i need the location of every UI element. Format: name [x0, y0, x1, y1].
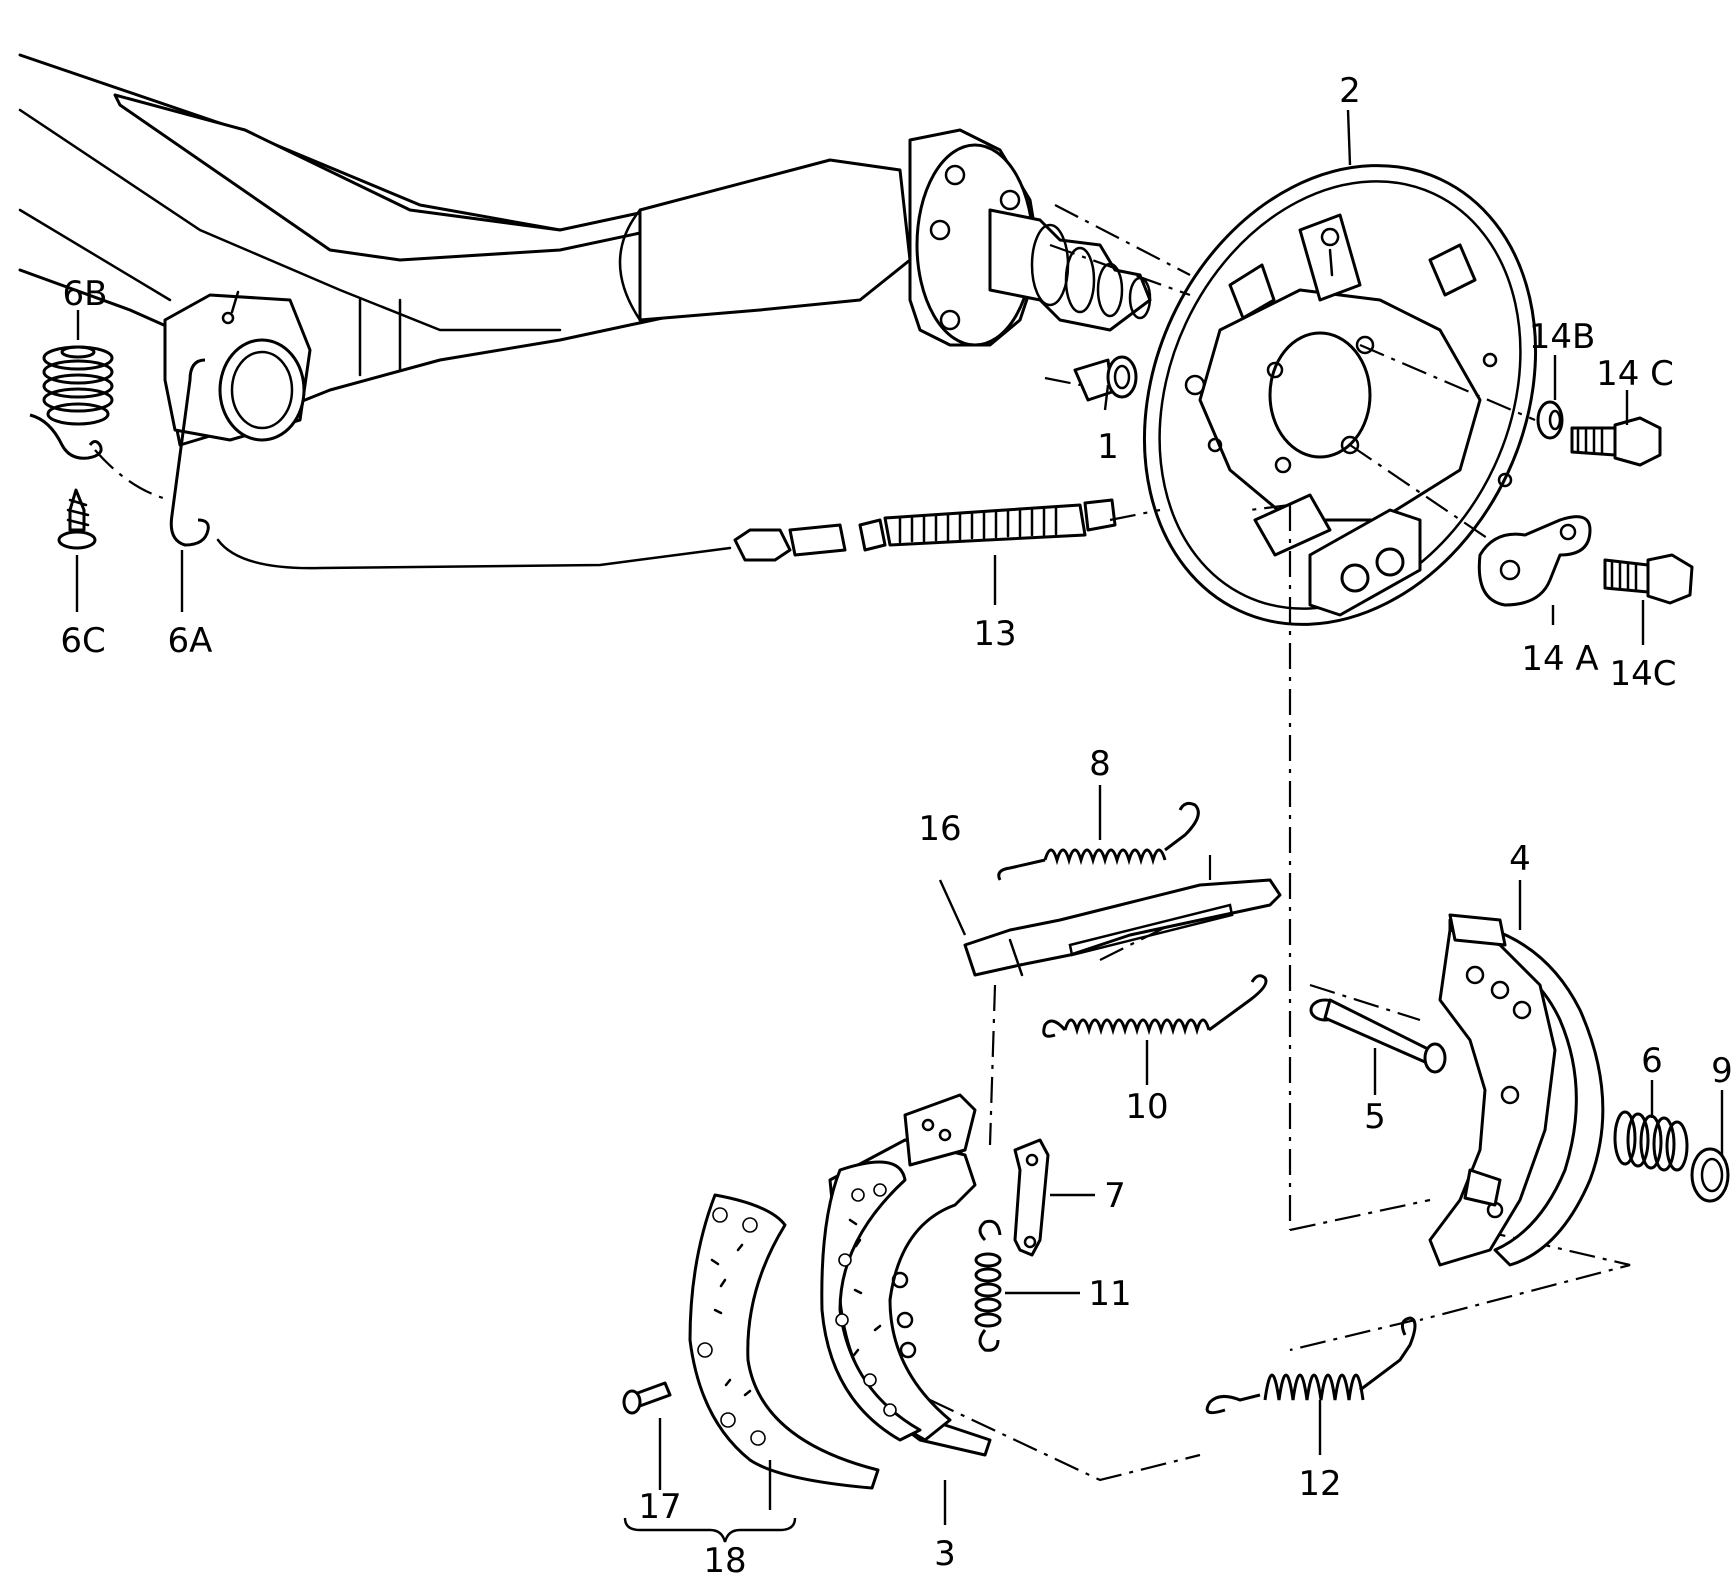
part-13-handbrake-cable: [216, 498, 1117, 570]
callout-18: 18: [703, 1541, 746, 1574]
rear-axle-beam: [18, 53, 912, 447]
part-17-rivet: [622, 1381, 672, 1415]
callout-labels: 2 1 6B 6C 6A 13 14B 14 C 14 A 14C 8 16 1…: [60, 71, 1733, 1574]
callout-14B: 14B: [1529, 317, 1596, 357]
part-12-spring: [1205, 1316, 1417, 1415]
part-8-spring: [997, 801, 1200, 881]
stub-axle-flange: [908, 128, 1152, 347]
callout-6: 6: [1641, 1041, 1663, 1081]
part-6-spring-right: [1613, 1110, 1689, 1172]
callout-3: 3: [934, 1534, 956, 1574]
part-18-brake-lining: [688, 1193, 880, 1490]
callout-16: 16: [918, 809, 961, 849]
part-6A-clip: [169, 358, 210, 547]
callout-6A: 6A: [168, 621, 213, 661]
part-4-brake-shoe-right: [1428, 913, 1605, 1267]
callout-7: 7: [1104, 1176, 1126, 1216]
part-11-spring: [974, 1219, 1002, 1352]
callout-5: 5: [1364, 1097, 1386, 1137]
callout-9: 9: [1711, 1051, 1733, 1091]
callout-17: 17: [638, 1487, 681, 1527]
part-7-parking-lever: [1013, 1138, 1050, 1257]
callout-14A: 14 A: [1521, 639, 1598, 679]
callout-14C-top: 14 C: [1596, 354, 1674, 394]
callout-4: 4: [1509, 839, 1531, 879]
part-3-lining: [820, 1160, 922, 1442]
part-5-retaining-pin: [1309, 998, 1447, 1074]
part-2-backing-plate: [1142, 164, 1538, 626]
part-14B-washer: [1536, 400, 1564, 440]
callout-6C: 6C: [60, 621, 105, 661]
part-14C-bolt-lower: [1603, 553, 1694, 605]
assembly-lines: [94, 204, 1631, 1482]
callout-8: 8: [1089, 744, 1111, 784]
callout-11: 11: [1088, 1274, 1131, 1314]
part-6-hook-left: [29, 413, 103, 460]
leader-lines: [75, 109, 1724, 1543]
part-1-grommet: [1073, 355, 1138, 402]
callout-6B: 6B: [63, 274, 108, 314]
part-16-adjuster-strut: [963, 878, 1282, 977]
callout-1: 1: [1097, 427, 1119, 467]
part-6B-spring: [42, 345, 114, 426]
part-14C-bolt-upper: [1570, 416, 1662, 467]
part-9-spring-cap: [1690, 1147, 1730, 1203]
part-6C-screw: [57, 488, 97, 550]
callout-10: 10: [1125, 1087, 1168, 1127]
callout-14C-bottom: 14C: [1609, 654, 1676, 694]
callout-12: 12: [1298, 1464, 1341, 1504]
callout-2: 2: [1339, 71, 1361, 111]
callout-13: 13: [973, 614, 1016, 654]
part-10-spring: [1042, 974, 1268, 1038]
part-14A-lock-plate: [1477, 515, 1592, 607]
